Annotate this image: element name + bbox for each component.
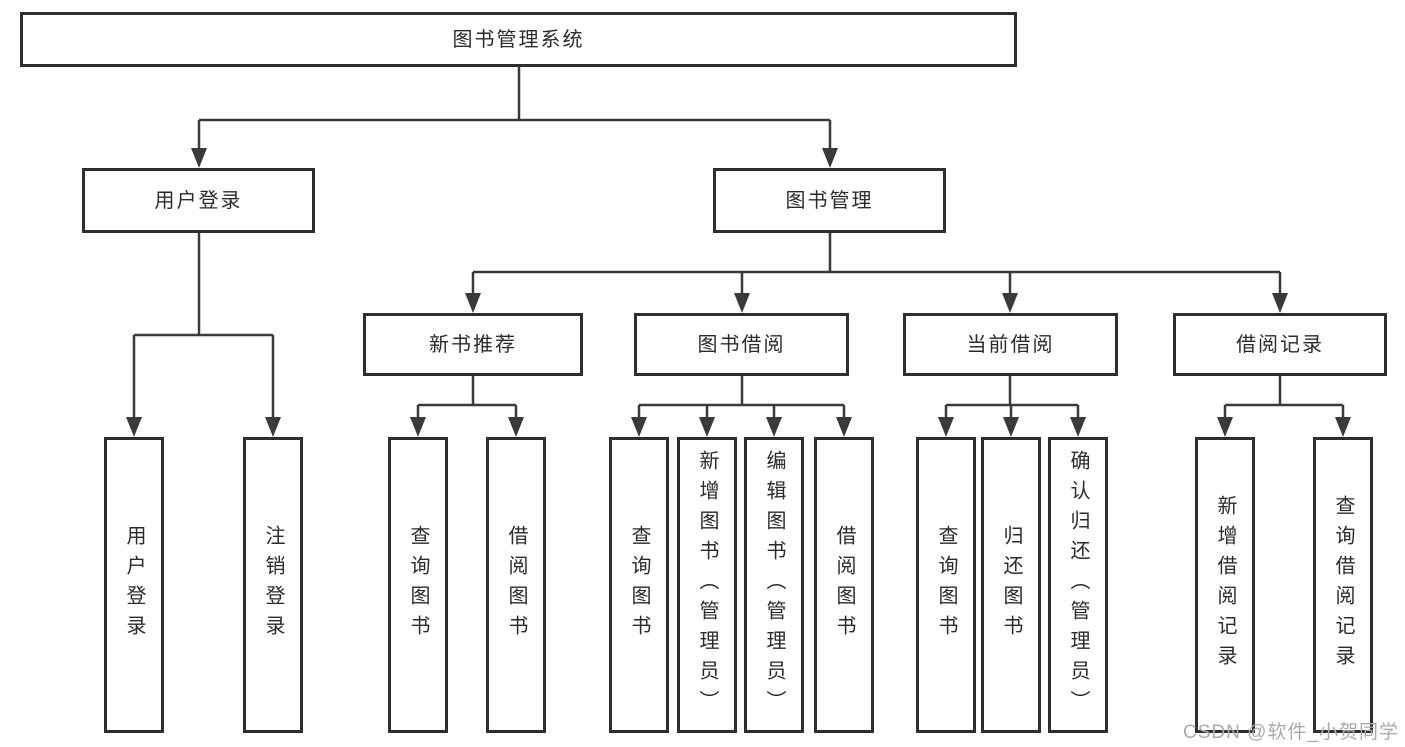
node-label: 借阅记录 (1236, 333, 1324, 356)
leaf-label: 归还图书 (1000, 525, 1022, 645)
leaf-label: 借阅图书 (505, 525, 527, 645)
leaf-query-books-borrowing: 查询图书 (609, 437, 669, 733)
leaf-add-books-admin: 新增图书（管理员） (677, 437, 737, 733)
leaf-user-login: 用户登录 (104, 437, 164, 733)
leaf-confirm-return-admin: 确认归还（管理员） (1048, 437, 1108, 733)
node-current-borrowing: 当前借阅 (903, 313, 1118, 376)
leaf-add-borrow-record: 新增借阅记录 (1195, 437, 1255, 733)
watermark: CSDN @软件_小贺同学 (1183, 722, 1399, 743)
leaf-label: 新增借阅记录 (1214, 495, 1236, 675)
node-label: 图书管理 (785, 189, 874, 212)
leaf-logout: 注销登录 (243, 437, 303, 733)
leaf-label: 注销登录 (262, 525, 284, 645)
node-user-login: 用户登录 (82, 168, 315, 233)
leaf-label: 用户登录 (123, 525, 145, 645)
leaf-edit-books-admin: 编辑图书（管理员） (744, 437, 804, 733)
node-label: 图书管理系统 (452, 28, 585, 51)
node-label: 用户登录 (154, 189, 243, 212)
leaf-label: 查询图书 (935, 525, 957, 645)
leaf-query-books-current: 查询图书 (916, 437, 976, 733)
leaf-query-borrow-record: 查询借阅记录 (1313, 437, 1373, 733)
leaf-label: 查询借阅记录 (1332, 495, 1354, 675)
leaf-label: 确认归还（管理员） (1067, 450, 1089, 720)
leaf-query-books-recommend: 查询图书 (388, 437, 448, 733)
leaf-label: 编辑图书（管理员） (763, 450, 785, 720)
leaf-return-books: 归还图书 (981, 437, 1041, 733)
node-label: 新书推荐 (429, 333, 517, 356)
node-new-book-recommend: 新书推荐 (363, 313, 583, 376)
leaf-borrow-books: 借阅图书 (814, 437, 874, 733)
leaf-label: 新增图书（管理员） (696, 450, 718, 720)
node-book-borrowing: 图书借阅 (634, 313, 849, 376)
leaf-label: 借阅图书 (833, 525, 855, 645)
leaf-label: 查询图书 (407, 525, 429, 645)
node-label: 当前借阅 (966, 333, 1055, 356)
node-library-management-system: 图书管理系统 (20, 12, 1017, 67)
node-book-management: 图书管理 (713, 168, 946, 233)
node-label: 图书借阅 (697, 333, 786, 356)
leaf-label: 查询图书 (628, 525, 650, 645)
node-borrowing-records: 借阅记录 (1173, 313, 1387, 376)
leaf-borrow-books-recommend: 借阅图书 (486, 437, 546, 733)
